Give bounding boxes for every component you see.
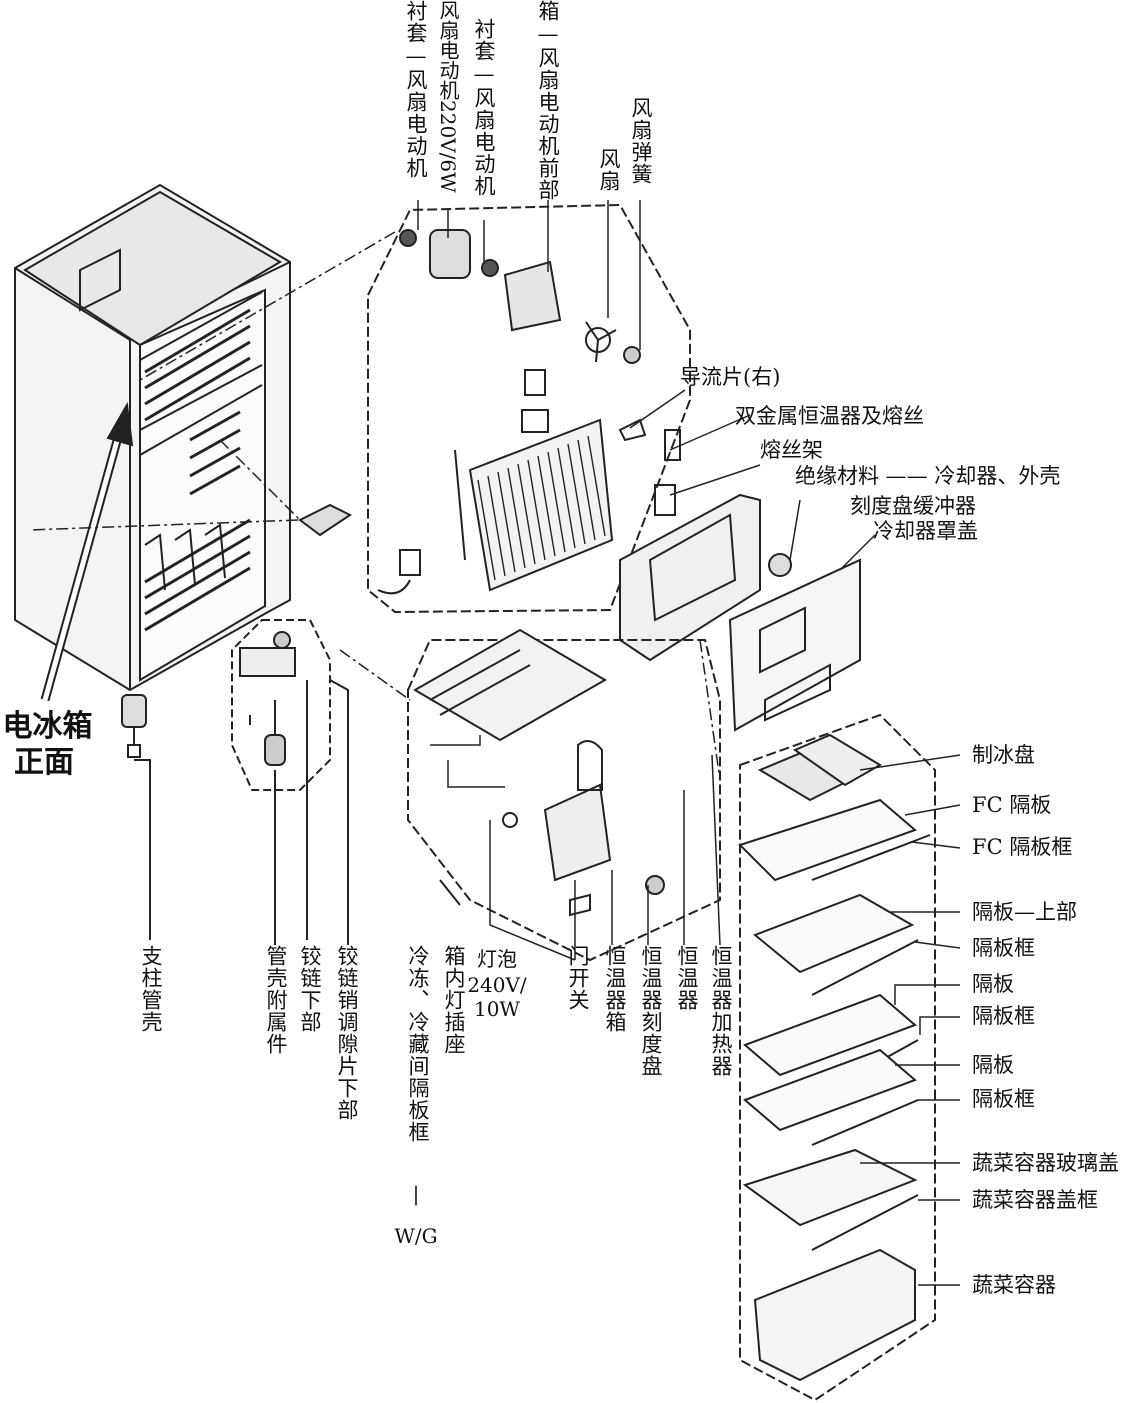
label-insulation: 绝缘材料 —— 冷却器、外壳 [795,464,1061,488]
label-liner-fan-motor-2: 衬套—风扇电动机 [472,18,496,197]
label-fridge-front-line2: 正面 [14,745,74,780]
label-hinge-pin-shim-lower: 铰链销调隙片下部 [335,945,359,1121]
label-post-sleeve: 支柱管壳 [139,945,163,1033]
label-dial-buffer: 刻度盘缓冲器 [850,494,976,518]
label-thermostat-box: 恒温器箱 [603,945,627,1033]
label-cooler-cover: 冷却器罩盖 [873,519,978,543]
construction-lines [29,231,721,781]
label-shelf-frame-3: 隔板框 [972,1087,1035,1111]
label-fan-motor-220v: 风扇电动机220V/6W [436,0,460,193]
label-crisper-lid-frame: 蔬菜容器盖框 [972,1188,1098,1212]
label-crisper: 蔬菜容器 [972,1273,1056,1297]
label-fc-shelf: FC 隔板 [972,793,1052,817]
label-deflector-right: 导流片(右) [680,365,781,389]
hinge-group [231,619,349,945]
label-bulb-3: 10W [473,997,520,1021]
label-partition-frame-suffix: W/G [394,1224,438,1248]
label-fridge-front-line1: 电冰箱 [2,709,93,744]
label-thermostat-dial: 恒温器刻度盘 [639,945,663,1077]
label-partition-frame-dash: | [412,1182,420,1206]
label-shelf-upper: 隔板—上部 [972,900,1077,924]
label-hinge-lower: 铰链下部 [298,945,322,1033]
label-crisper-glass-lid: 蔬菜容器玻璃盖 [972,1151,1119,1175]
thermostat-group [407,628,721,962]
label-fc-shelf-frame: FC 隔板框 [972,835,1073,859]
label-bimetal-thermostat-fuse: 双金属恒温器及熔丝 [735,404,924,428]
fridge-front-arrow [40,401,134,702]
label-box-fan-motor-front: 箱—风扇电动机前部 [536,0,560,201]
label-thermostat-heater: 恒温器加热器 [709,945,733,1077]
post-sleeve-part [121,694,151,940]
label-bulb-1: 灯泡 [477,947,517,971]
label-fan: 风扇 [597,148,621,192]
label-fuse-holder: 熔丝架 [760,438,823,462]
label-ice-tray: 制冰盘 [972,743,1035,767]
evaporator [377,369,614,595]
label-liner-fan-motor: 衬套—风扇电动机 [404,0,428,179]
label-lamp-socket: 箱内灯插座 [442,945,466,1055]
label-fan-spring: 风扇弹簧 [629,97,653,185]
label-partition-frame: 冷冻、冷藏间隔板框 [406,945,430,1143]
cooler-housing [618,418,861,732]
deflector-left-piece [298,503,352,537]
label-bulb-2: 240V/ [467,973,527,997]
label-shelf-frame-2: 隔板框 [972,1004,1035,1028]
label-sleeve-accessory: 管壳附属件 [264,945,288,1055]
leader-lines [417,200,961,1286]
label-shelf-frame-1: 隔板框 [972,936,1035,960]
label-thermostat: 恒温器 [675,945,699,1011]
fan-motor-group [367,203,691,614]
label-shelf-1: 隔板 [972,972,1014,996]
shelves-group [738,713,936,1402]
label-shelf-2: 隔板 [972,1053,1014,1077]
fridge-cabinet [14,183,291,692]
label-door-switch: 门开关 [566,945,590,1011]
